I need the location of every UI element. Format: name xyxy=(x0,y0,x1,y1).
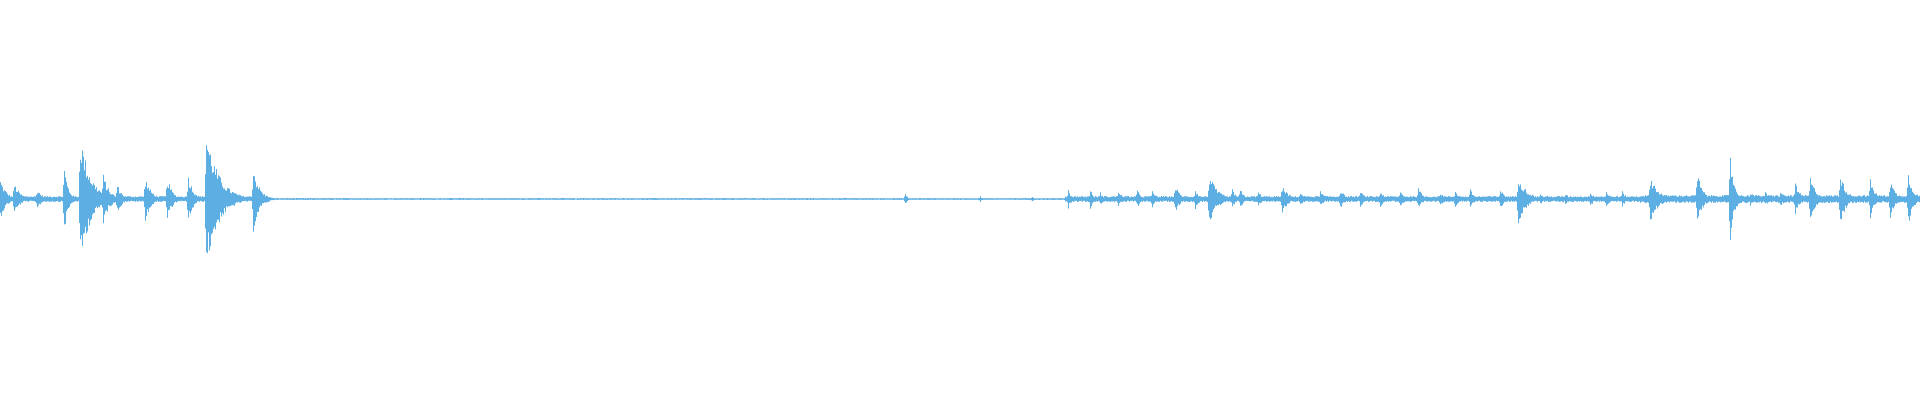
waveform-path xyxy=(0,145,1920,254)
